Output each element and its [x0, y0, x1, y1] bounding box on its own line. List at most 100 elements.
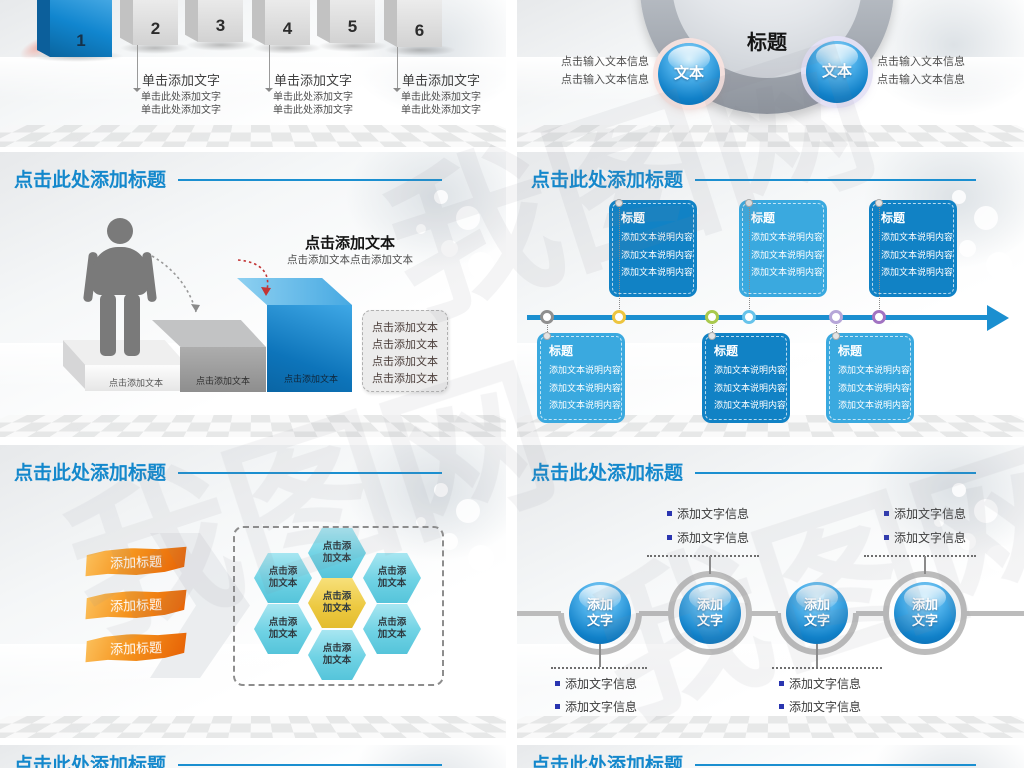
note-line: 点击添加文本	[372, 373, 438, 386]
slide-title-text: 点击此处添加标题	[14, 170, 167, 191]
chain-sphere-1: 添加文字	[569, 582, 631, 644]
ribbon-banner-1: 添加标题	[85, 546, 188, 577]
box-line: 添加文本说明内容	[714, 365, 787, 375]
sphere-line: 文字	[586, 613, 613, 628]
annotation-bullet: 添加文字信息	[555, 675, 637, 692]
group-main-text: 单击添加文字	[402, 73, 481, 88]
timeline-box-bottom-3: 标题 添加文本说明内容 添加文本说明内容 添加文本说明内容	[826, 333, 914, 423]
bubble-decor	[959, 240, 976, 257]
cube-number: 2	[150, 19, 161, 38]
slide-thumb-steps[interactable]: 点击此处添加标题 点击添加文本 点击添加文本 点击添加文本	[0, 152, 506, 437]
timeline-node-2	[612, 310, 626, 324]
box-line: 添加文本说明内容	[838, 382, 911, 393]
hexagon-bottom: 点击添加文本	[308, 630, 366, 680]
cube-shadow	[384, 44, 456, 56]
person-torso	[92, 247, 148, 295]
timeline-node-6	[872, 310, 886, 324]
hex-line: 点击添	[322, 590, 352, 602]
title-rule	[695, 764, 976, 766]
annotation-bullet: 添加文字信息	[555, 698, 637, 715]
box-title: 标题	[881, 211, 906, 225]
slide-thumb-cubes[interactable]: 1 2 3 4 5 6 单击添加文字 单击此处添加文字 单击此处添加文字 单击添…	[0, 0, 506, 147]
cube-side	[252, 0, 265, 45]
hex-line: 点击添	[322, 642, 352, 654]
box-line: 添加文本说明内容	[621, 232, 694, 242]
hexagon-bottom-left: 点击添加文本	[254, 604, 312, 654]
slide-thumb-hexagons[interactable]: 点击此处添加标题 添加标题 添加标题 添加标题 点击添加文本 点击添加文本 点击…	[0, 445, 506, 738]
slide-title: 点击此处添加标题	[14, 750, 442, 768]
hex-line: 加文本	[377, 629, 407, 640]
slide-title-text: 点击此处添加标题	[14, 755, 167, 768]
hex-line: 加文本	[322, 553, 352, 564]
connector-dotted	[879, 204, 880, 313]
connector-line	[397, 47, 398, 90]
title-rule	[695, 179, 976, 181]
step-label-1: 点击添加文本	[108, 378, 163, 388]
chain-ring-2	[668, 571, 752, 655]
bubble-decor	[416, 224, 426, 234]
chain-sphere-3: 添加文字	[786, 582, 848, 644]
box-line: 添加文本说明内容	[751, 232, 824, 242]
cube-side	[120, 0, 133, 45]
cube-side	[317, 0, 330, 43]
annotation-connector	[599, 644, 601, 667]
chain-segment	[639, 611, 671, 616]
annotation-connector	[709, 556, 711, 574]
bubble-decor	[974, 499, 998, 523]
bubble-decor	[986, 252, 1012, 278]
annotation-bullet: 添加文字信息	[779, 675, 861, 692]
hexagon-top-right: 点击添加文本	[363, 553, 421, 603]
hex-line: 点击添	[377, 565, 407, 577]
slide-thumb-circle[interactable]: 标题 文本 文本 点击输入文本信息 点击输入文本信息 点击输入文本信息 点击输入…	[517, 0, 1024, 147]
cube-side	[384, 0, 397, 47]
slide-title-text: 点击此处添加标题	[531, 755, 684, 768]
bubble-decor	[434, 483, 448, 497]
chain-segment	[749, 611, 778, 616]
cube-2: 2	[133, 0, 178, 45]
hex-line: 加文本	[268, 578, 298, 589]
chain-segment	[964, 611, 1024, 616]
slide-thumb-timeline[interactable]: 点击此处添加标题 标题 添加文本说明内容 添加文本说明内容 添加文本说明内容 标…	[517, 152, 1024, 437]
connector-line	[137, 45, 138, 90]
note-line: 点击添加文本	[372, 356, 438, 369]
cube-5: 5	[330, 0, 375, 43]
group-sub-text: 单击此处添加文字	[273, 92, 353, 103]
annotation-bullet: 添加文字信息	[884, 505, 966, 522]
floor-fade	[0, 644, 506, 690]
circle-title: 标题	[747, 32, 787, 54]
slide-title: 点击此处添加标题	[14, 458, 442, 485]
checker-floor	[517, 124, 1024, 147]
callout-title: 点击添加文本	[304, 235, 395, 252]
slide-title: 点击此处添加标题	[531, 458, 976, 485]
hexagon-bottom-right: 点击添加文本	[363, 604, 421, 654]
bubble-decor	[456, 206, 480, 230]
ribbon-label: 添加标题	[109, 597, 163, 614]
sphere-line: 添加	[803, 596, 830, 612]
sphere-line: 添加	[696, 596, 723, 612]
group-sub-text: 单击此处添加文字	[141, 92, 221, 103]
side-text-line: 点击输入文本信息	[877, 56, 965, 68]
annotation-bullet: 添加文字信息	[667, 505, 749, 522]
person-leg	[100, 294, 116, 356]
text-button-left: 文本	[658, 43, 720, 105]
annotation-dotted-line	[864, 555, 976, 557]
slide-thumb-bottom-right[interactable]: 点击此处添加标题	[517, 745, 1024, 768]
bubble-decor	[952, 483, 966, 497]
connector-arrow	[265, 88, 273, 96]
ribbon-label: 添加标题	[109, 640, 163, 657]
step-label-2: 点击添加文本	[195, 376, 250, 386]
annotation-connector	[924, 556, 926, 574]
floor-fade	[0, 57, 506, 103]
bubble-decor	[974, 206, 998, 230]
cube-shadow	[318, 40, 388, 52]
connector-arrow	[133, 88, 141, 96]
checker-floor	[0, 715, 506, 738]
annotation-dotted-line	[647, 555, 759, 557]
dotted-arrows	[151, 255, 271, 313]
cube-shadow	[186, 39, 256, 51]
connector-dotted	[619, 204, 620, 313]
slide-thumb-sphere-chain[interactable]: 点击此处添加标题 添加文字 添加文字 添加文字 添加文字 添加文字信息 添加文字…	[517, 445, 1024, 738]
slide-title-text: 点击此处添加标题	[531, 170, 684, 191]
slide-thumb-bottom-left[interactable]: 点击此处添加标题	[0, 745, 506, 768]
